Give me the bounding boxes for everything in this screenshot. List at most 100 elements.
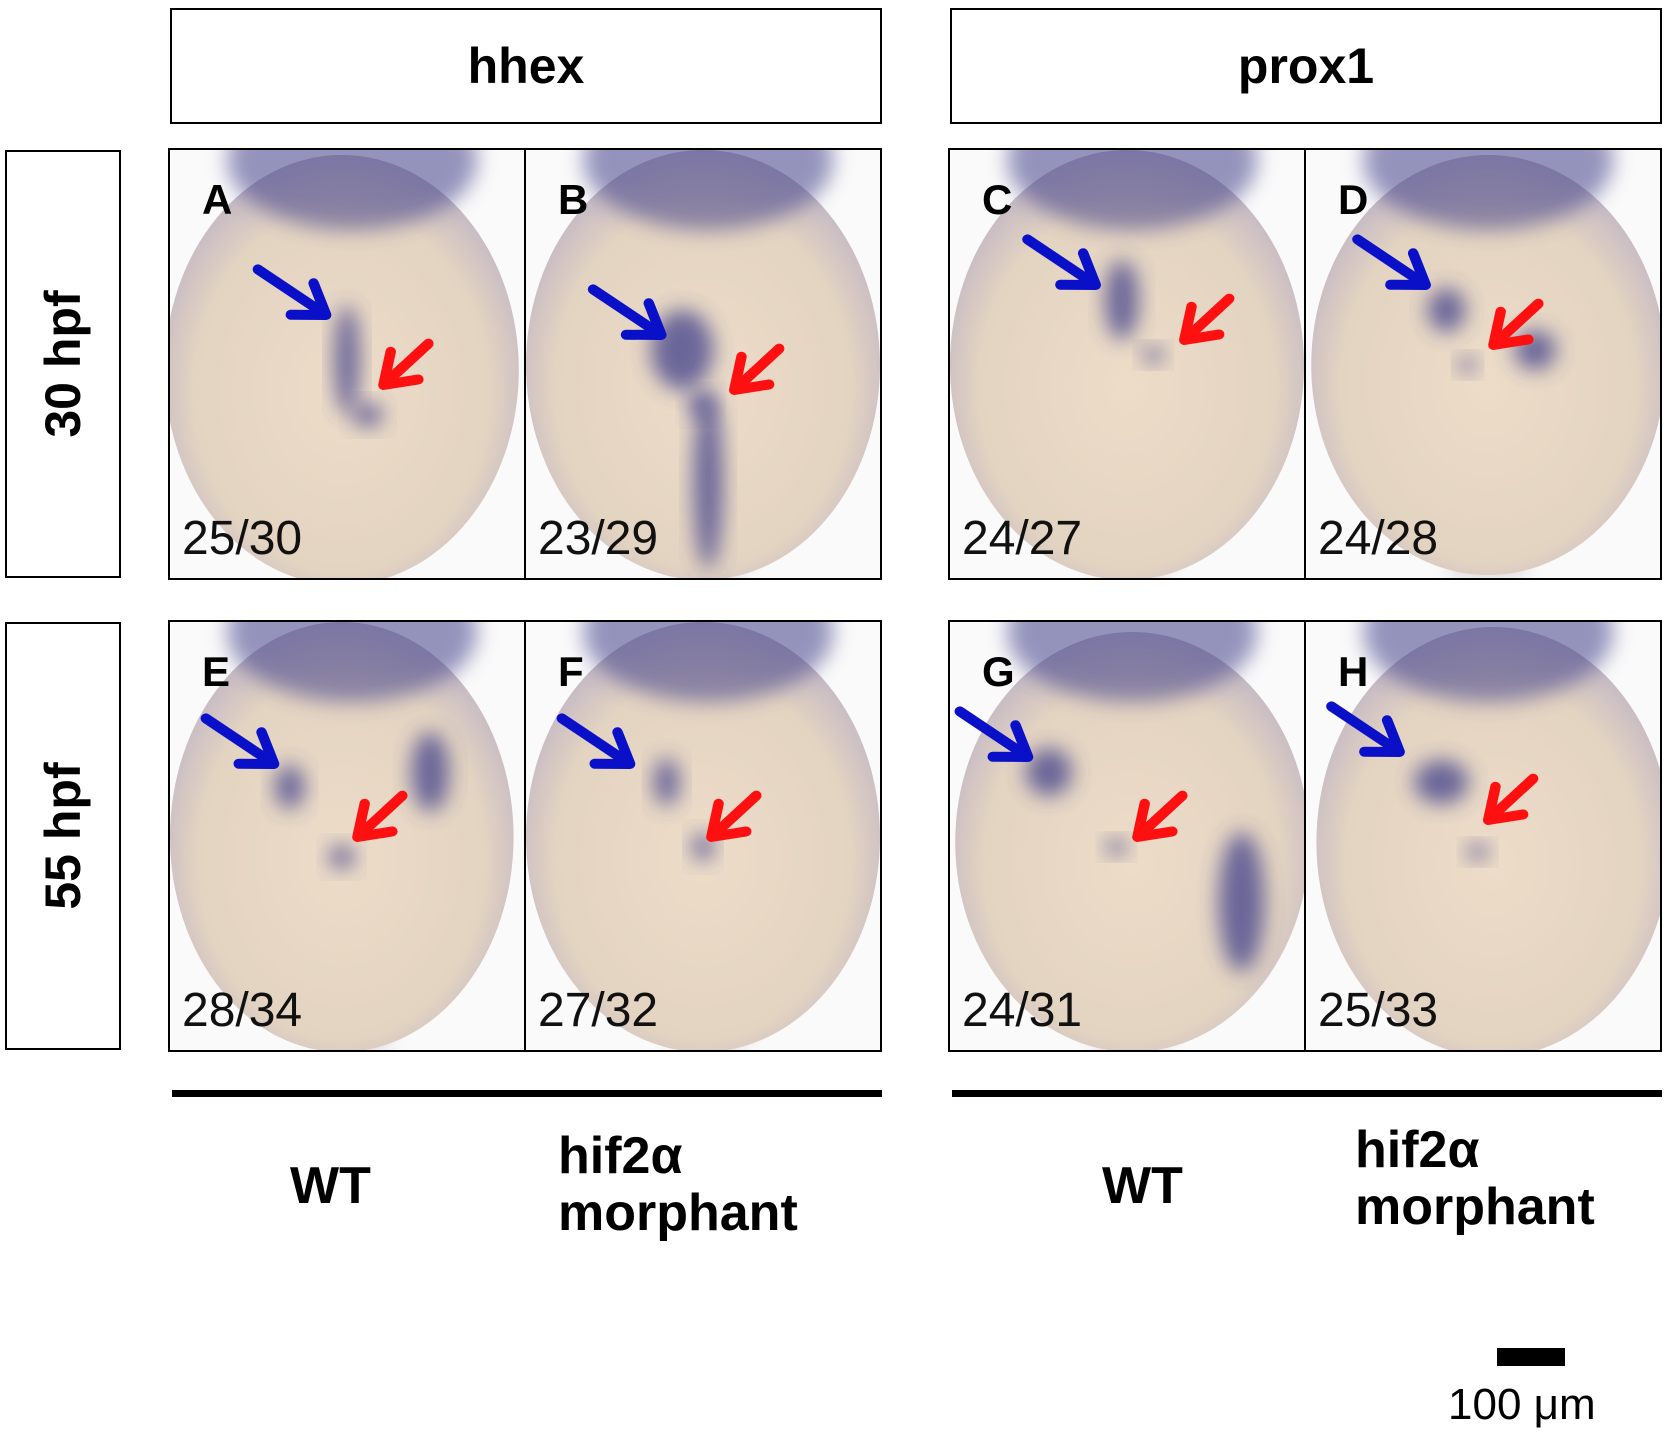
stain-spot: [1414, 760, 1469, 804]
micrograph-panel-d: D 24/28: [1304, 150, 1660, 578]
yolk: [1311, 155, 1660, 575]
red-arrow: [352, 790, 408, 842]
micrograph-panel-g: G 24/31: [950, 622, 1304, 1050]
panel-group-prox1-30hpf: C 24/27 D 24/28: [948, 148, 1662, 580]
blue-arrow: [1352, 234, 1431, 290]
condition-line-2: morphant: [558, 1184, 798, 1243]
condition-line-1: hif2α: [1355, 1121, 1480, 1179]
stain-spot: [654, 758, 680, 806]
blue-arrow: [252, 264, 332, 320]
gene-header-prox1: prox1: [950, 8, 1662, 124]
red-arrow: [1132, 790, 1188, 842]
stain-spot: [329, 845, 355, 869]
micrograph-panel-a: A 25/30: [170, 150, 524, 578]
yolk: [1316, 627, 1660, 1050]
condition-label-wt-prox1: WT: [1102, 1157, 1183, 1215]
panel-group-prox1-55hpf: G 24/31 H 25/33: [948, 620, 1662, 1052]
stain-spot: [1142, 347, 1164, 363]
condition-label-morphant-prox1: hif2α morphant: [1355, 1121, 1595, 1237]
red-arrow: [706, 790, 762, 842]
stain-spot: [353, 403, 383, 427]
blue-arrow: [556, 713, 636, 769]
scale-bar-label: 100 μm: [1448, 1380, 1596, 1429]
red-arrow: [1483, 773, 1539, 825]
embryo-image: [170, 150, 524, 578]
head-stain: [227, 150, 478, 230]
panel-letter: H: [1338, 648, 1369, 695]
stain-spot: [275, 765, 305, 809]
stain-spot: [1026, 748, 1072, 796]
embryo-image: [170, 622, 524, 1050]
red-arrow: [1488, 298, 1544, 350]
micrograph-panel-c: C 24/27: [950, 150, 1304, 578]
yolk: [950, 150, 1304, 578]
condition-label-wt-hhex: WT: [290, 1157, 371, 1215]
head-stain: [1007, 150, 1258, 230]
embryo-count: 28/34: [182, 984, 303, 1037]
embryo-image: [950, 622, 1304, 1050]
panel-group-hhex-30hpf: A 25/30 B 23/29: [168, 148, 882, 580]
micrograph-panel-h: H 25/33: [1304, 622, 1660, 1050]
row-label-55hpf: 55 hpf: [5, 622, 121, 1050]
panel-letter: C: [982, 176, 1013, 223]
panel-letter: D: [1338, 176, 1369, 223]
head-stain: [227, 622, 478, 702]
stain-spot: [411, 732, 450, 812]
stain-spot: [1106, 839, 1127, 855]
embryo-count: 25/30: [182, 512, 303, 565]
panel-letter: A: [202, 176, 233, 223]
red-arrow: [1179, 293, 1235, 345]
embryo-count: 24/31: [962, 984, 1083, 1037]
head-stain: [1007, 622, 1258, 702]
blue-arrow: [1326, 701, 1405, 757]
stain-spot: [1427, 288, 1466, 332]
micrograph-panel-e: E 28/34: [170, 622, 524, 1050]
panel-letter: B: [558, 176, 589, 223]
micrograph-panel-f: F 27/32: [524, 622, 880, 1050]
embryo-image: [526, 150, 880, 578]
condition-rule-prox1: [952, 1090, 1662, 1097]
row-label-30hpf-text: 30 hpf: [35, 290, 91, 438]
head-stain: [583, 150, 834, 230]
condition-line-2: morphant: [1355, 1178, 1595, 1237]
embryo-image: [1306, 622, 1660, 1050]
panel-group-hhex-55hpf: E 28/34 F 27/32: [168, 620, 882, 1052]
embryo-image: [950, 150, 1304, 578]
yolk: [955, 632, 1304, 1050]
stain-spot: [1218, 832, 1265, 972]
row-label-30hpf: 30 hpf: [5, 150, 121, 578]
embryo-image: [526, 622, 880, 1050]
red-arrow: [729, 343, 785, 395]
head-stain: [583, 622, 834, 702]
head-stain: [1363, 150, 1614, 230]
stain-spot: [650, 310, 714, 390]
red-arrow: [378, 338, 434, 390]
blue-arrow: [200, 713, 280, 769]
embryo-image: [1306, 150, 1660, 578]
yolk: [170, 622, 514, 1050]
stain-spot: [334, 305, 360, 415]
condition-label-morphant-hhex: hif2α morphant: [558, 1127, 798, 1243]
blue-arrow: [1022, 234, 1101, 290]
blue-arrow: [954, 706, 1034, 762]
stain-spot: [693, 390, 723, 570]
embryo-count: 27/32: [538, 984, 659, 1037]
embryo-count: 24/28: [1318, 512, 1439, 565]
embryo-count: 23/29: [538, 512, 659, 565]
panel-letter: G: [982, 648, 1015, 695]
panel-letter: E: [202, 648, 231, 695]
gene-header-hhex: hhex: [170, 8, 882, 124]
micrograph-panel-b: B 23/29: [524, 150, 880, 578]
embryo-count: 25/33: [1318, 984, 1439, 1037]
head-stain: [1363, 622, 1614, 702]
embryo-count: 24/27: [962, 512, 1083, 565]
row-label-55hpf-text: 55 hpf: [35, 762, 91, 910]
condition-rule-hhex: [172, 1090, 882, 1097]
stain-spot: [1459, 357, 1476, 373]
condition-line-1: hif2α: [558, 1127, 683, 1185]
blue-arrow: [587, 284, 667, 340]
panel-letter: F: [558, 648, 584, 695]
scale-bar: [1497, 1348, 1565, 1366]
stain-spot: [1105, 260, 1139, 340]
stain-spot: [1467, 844, 1489, 860]
